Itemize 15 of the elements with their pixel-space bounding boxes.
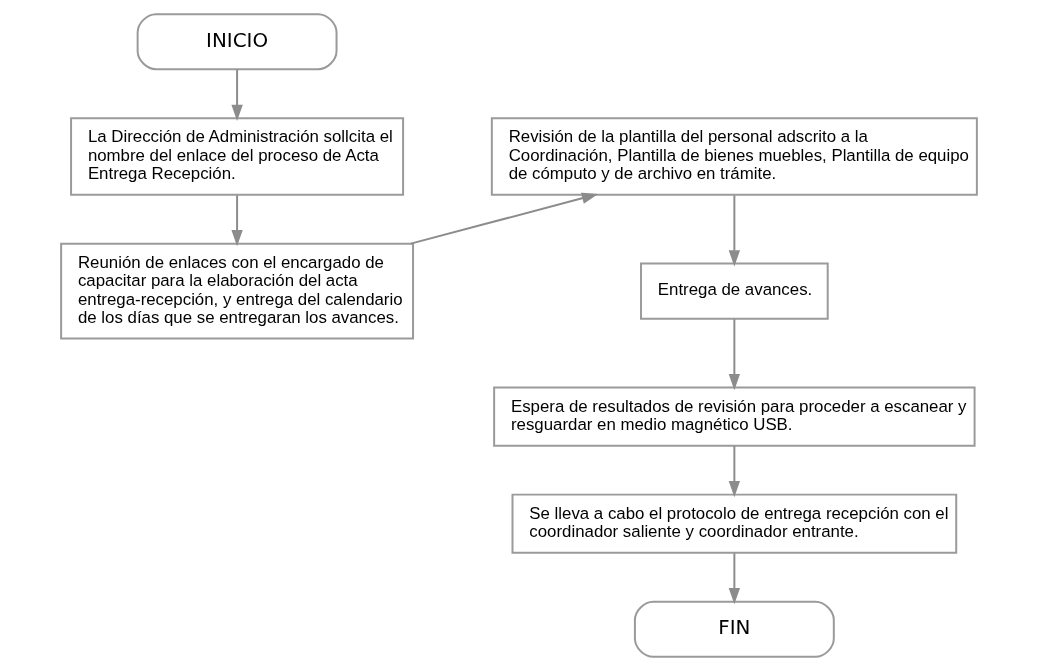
node-box: Revisión de la plantilla del personal adscrito a la Coordinación, Plantilla de bienes muebles, Plantilla de equipo de cómputo y de archivo en trámite.: [490, 117, 978, 196]
arrow: [409, 192, 598, 245]
arrow: [230, 68, 243, 122]
node-box: Entrega de avances.: [639, 262, 829, 320]
node-box: La Dirección de Administración sollcita el nombre del enlace del proceso de Acta Entrega Recepción.: [69, 117, 404, 196]
arrow: [728, 194, 740, 267]
node-box: Reunión de enlaces con el encargado de capacitar para la elaboración del acta entrega-recepción, y entrega del calendario de los días que se entregaran los avances.: [59, 242, 414, 340]
arrow: [230, 194, 243, 247]
node-box: Se lleva a cabo el protocolo de entrega recepción con el coordinador saliente y coordinador entrante.: [511, 493, 957, 554]
arrow: [728, 318, 740, 391]
node-box: FIN: [633, 600, 835, 658]
arrow: [728, 552, 740, 605]
node-box: INICIO: [136, 13, 338, 71]
node-box: Espera de resultados de revisión para proceder a escanear y resguardar en medio magnético USB.: [492, 386, 976, 447]
arrow: [728, 445, 740, 498]
